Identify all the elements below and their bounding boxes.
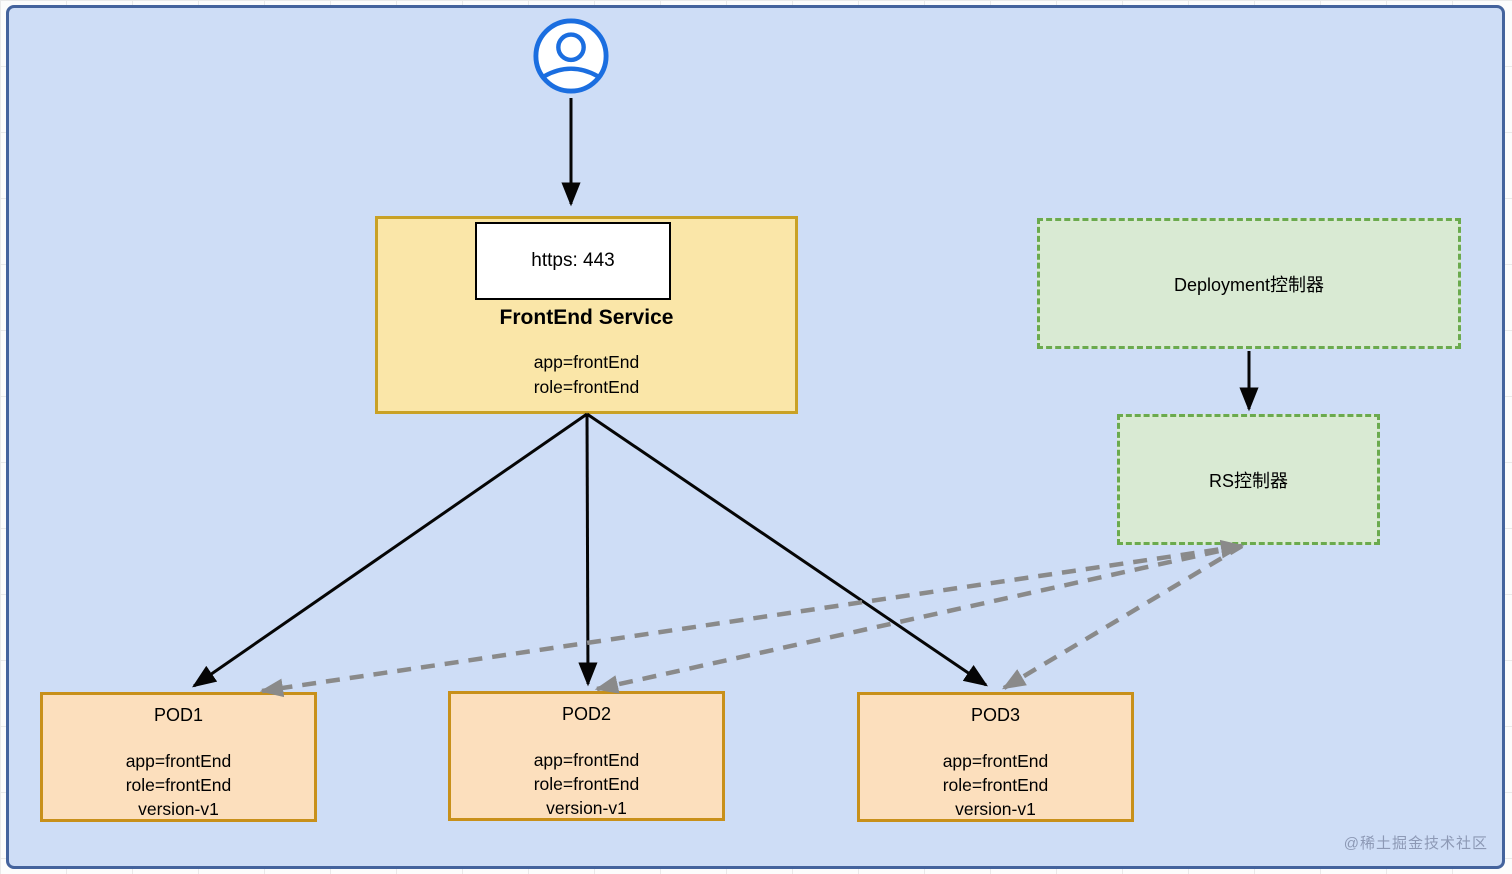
pod2-title: POD2	[561, 704, 612, 724]
pod3-label-version: version-v1	[955, 799, 1036, 819]
pod1-label-role: role=frontEnd	[125, 775, 232, 795]
rs-controller-label: RS控制器	[1208, 470, 1288, 491]
pod2-label-role: role=frontEnd	[533, 774, 640, 794]
pod3-label-role: role=frontEnd	[942, 775, 1049, 795]
pod2-label-app: app=frontEnd	[533, 750, 640, 770]
port-label: https: 443	[531, 250, 615, 271]
frontend-service-title: FrontEnd Service	[499, 306, 674, 329]
pod1-title: POD1	[153, 705, 204, 725]
frontend-service-box: https: 443 FrontEnd Service app=frontEnd…	[375, 216, 798, 414]
pod2-label-version: version-v1	[546, 798, 627, 818]
pod3-label-app: app=frontEnd	[942, 751, 1049, 771]
watermark: @稀土掘金技术社区	[1343, 835, 1488, 852]
pod3-box: POD3 app=frontEnd role=frontEnd version-…	[857, 692, 1134, 822]
frontend-label-role: role=frontEnd	[533, 377, 640, 397]
pod1-box: POD1 app=frontEnd role=frontEnd version-…	[40, 692, 317, 822]
port-label-box: https: 443	[475, 222, 671, 300]
pod1-label-version: version-v1	[138, 799, 219, 819]
pod2-box: POD2 app=frontEnd role=frontEnd version-…	[448, 691, 725, 821]
pod3-title: POD3	[970, 705, 1021, 725]
user-icon	[532, 17, 610, 95]
frontend-label-app: app=frontEnd	[533, 352, 640, 372]
deployment-controller-label: Deployment控制器	[1173, 274, 1325, 295]
pod1-label-app: app=frontEnd	[125, 751, 232, 771]
deployment-controller-box: Deployment控制器	[1037, 218, 1461, 349]
rs-controller-box: RS控制器	[1117, 414, 1380, 545]
